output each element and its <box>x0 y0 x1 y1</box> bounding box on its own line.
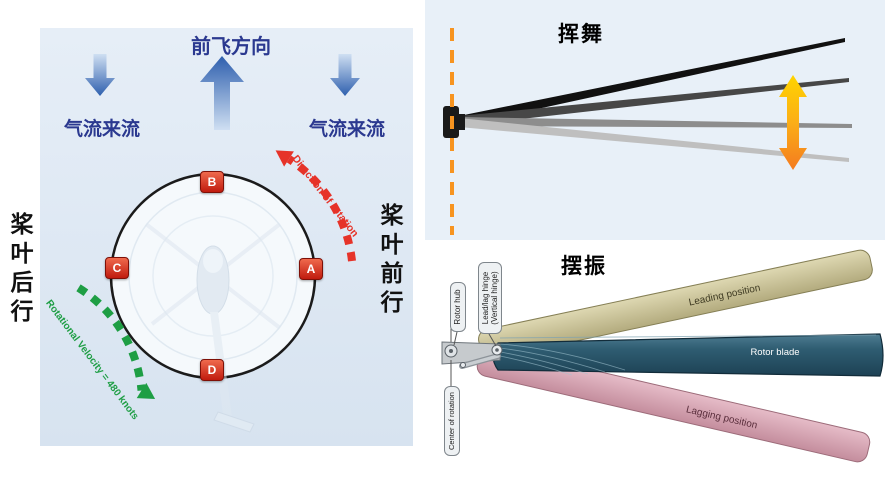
blade-position-marker-c: C <box>105 257 129 279</box>
blade-flap-mid-high <box>459 78 849 126</box>
hinge-tag-line2: (Vertical hinge) <box>490 271 499 325</box>
airflow-label-left: 气流来流 <box>64 119 141 140</box>
leadlag-hinge-center <box>495 348 499 352</box>
leadlag-panel: Leading position Lagging position Rotor … <box>440 248 885 492</box>
rotor-blade-label: Rotor blade <box>750 347 799 358</box>
blade-root-contours <box>499 343 626 376</box>
center-of-rotation-tag: Center of rotation <box>444 386 460 456</box>
airflow-arrow-left <box>85 54 115 96</box>
flapping-title: 挥舞 <box>558 23 604 46</box>
rotor-disk-panel: 前飞方向 气流来流 气流来流 Direction of rotation Rot… <box>40 28 413 446</box>
rotation-arc <box>286 155 356 262</box>
flapping-drawing <box>443 28 852 235</box>
airflow-label-right: 气流来流 <box>309 119 386 140</box>
leadlag-drawing: Leading position Lagging position Rotor … <box>441 249 884 463</box>
flapping-panel: 挥舞 <box>425 0 885 240</box>
rotation-pivot-center <box>449 349 453 353</box>
retreating-blade-label: 桨叶后行 <box>7 212 33 328</box>
blade-flap-high <box>459 38 845 126</box>
leadlag-title: 摆振 <box>561 255 607 278</box>
rotation-arc-arrowhead <box>275 150 294 167</box>
link-bolt <box>460 362 466 368</box>
rotor-hub-tag: Rotor hub <box>450 282 466 332</box>
flap-rotor-hub-arm <box>455 114 465 130</box>
leadlag-hinge-tag: Lead/lag hinge (Vertical hinge) <box>478 262 502 334</box>
blade-position-marker-d: D <box>200 359 224 381</box>
blade-highlight <box>499 334 877 339</box>
airflow-arrow-right <box>330 54 360 96</box>
blade-position-marker-a: A <box>299 258 323 280</box>
center-tag-text: Center of rotation <box>446 392 456 450</box>
leading-blade: Leading position <box>478 249 873 360</box>
forward-direction-label: 前飞方向 <box>191 36 271 58</box>
advancing-blade-label: 桨叶前行 <box>377 203 403 319</box>
velocity-arc <box>76 284 146 391</box>
flapping-motion-arrow <box>779 75 807 170</box>
rotor-hub-tag-text: Rotor hub <box>453 289 463 325</box>
forward-arrow <box>200 56 244 130</box>
damper-link <box>460 354 500 368</box>
hinge-tag-line1: Lead/lag hinge <box>480 271 490 325</box>
tag-leader-lines <box>450 331 497 388</box>
velocity-arc-arrowhead <box>136 382 156 399</box>
blade-flap-low <box>459 118 849 162</box>
rotor-disk-drawing <box>76 54 360 433</box>
blade-flap-mid-low <box>459 117 852 128</box>
blade-position-marker-b: B <box>200 171 224 193</box>
